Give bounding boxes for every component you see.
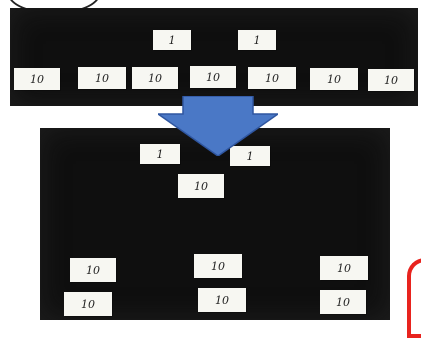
scene: 1 1 10 10 10 10 10 10 10 1 1 10 10 10 10…: [0, 0, 421, 320]
tens-card: 10: [248, 67, 296, 89]
tens-card: 10: [368, 69, 414, 91]
tens-card: 10: [64, 292, 112, 316]
ones-card: 1: [153, 30, 191, 50]
tens-card: 10: [310, 68, 358, 90]
down-arrow-icon: [158, 96, 278, 156]
tens-card: 10: [132, 67, 178, 89]
tens-card: 10: [320, 256, 368, 280]
tens-card: 10: [194, 254, 242, 278]
tens-card: 10: [14, 68, 60, 90]
ones-card: 1: [238, 30, 276, 50]
red-bracket-mark: [407, 258, 421, 338]
bottom-photo-board: 1 1 10 10 10 10 10 10 10: [40, 128, 390, 320]
tens-card: 10: [178, 174, 224, 198]
tens-card: 10: [320, 290, 366, 314]
tens-card: 10: [198, 288, 246, 312]
tens-card: 10: [190, 66, 236, 88]
tens-card: 10: [70, 258, 116, 282]
tens-card: 10: [78, 67, 126, 89]
top-photo-board: 1 1 10 10 10 10 10 10 10: [10, 8, 418, 106]
